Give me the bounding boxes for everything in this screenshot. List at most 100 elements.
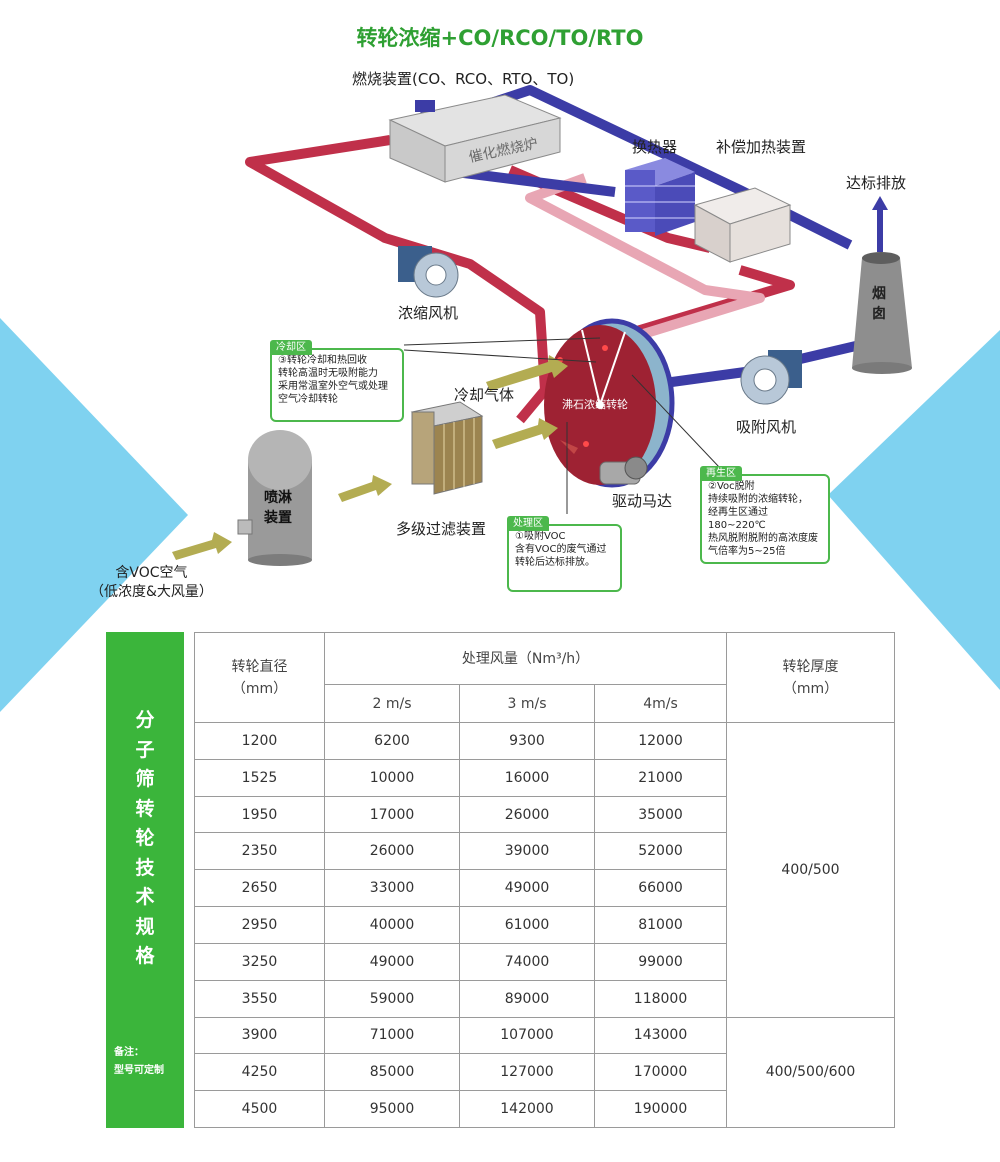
cell-flow-4ms: 143000	[593, 1016, 728, 1055]
zeolite-wheel-shape	[544, 318, 675, 488]
cell-flow-4ms: 81000	[593, 906, 728, 944]
cell-flow-2ms: 40000	[324, 906, 460, 944]
cell-diameter: 4500	[194, 1090, 325, 1128]
cell-flow-2ms: 26000	[324, 832, 460, 871]
cell-flow-2ms: 71000	[324, 1016, 460, 1055]
cell-flow-3ms: 89000	[459, 979, 595, 1018]
cell-flow-3ms: 61000	[459, 906, 595, 944]
heat-exchanger-label: 换热器	[632, 138, 678, 156]
cell-flow-2ms: 10000	[324, 758, 460, 797]
compensation-heater-label: 补偿加热装置	[716, 138, 807, 156]
treatment-zone-callout: 处理区 ①吸附VOC 含有VOC的废气通过 转轮后达标排放。	[507, 516, 622, 592]
cell-diameter: 1950	[194, 795, 325, 834]
cooling-gas-label: 冷却气体	[454, 386, 515, 404]
cell-diameter: 3900	[194, 1016, 325, 1055]
cell-diameter: 3550	[194, 979, 325, 1018]
rotation-arrow	[560, 440, 578, 454]
cell-flow-2ms: 33000	[324, 869, 460, 908]
cell-flow-2ms: 95000	[324, 1090, 460, 1128]
cell-flow-4ms: 190000	[593, 1090, 728, 1128]
filter-shape	[410, 401, 484, 495]
page-title: 转轮浓缩+CO/RCO/TO/RTO	[356, 26, 644, 50]
cell-flow-3ms: 39000	[459, 832, 595, 871]
spec-table: 转轮直径 （mm） 处理风量（Nm³/h） 转轮厚度 （mm） 2 m/s 3 …	[194, 632, 896, 1128]
header-airflow: 处理风量（Nm³/h）	[323, 632, 728, 685]
cell-flow-3ms: 107000	[459, 1016, 595, 1055]
combustion-label: 燃烧装置(CO、RCO、RTO、TO)	[352, 70, 575, 88]
discharge-arrow	[872, 196, 888, 252]
header-diameter: 转轮直径 （mm）	[194, 632, 325, 723]
cooling-zone-tag: 冷却区	[270, 340, 312, 355]
cell-flow-4ms: 35000	[593, 795, 728, 834]
cell-flow-3ms: 49000	[459, 869, 595, 908]
cell-flow-4ms: 21000	[593, 758, 728, 797]
header-thickness: 转轮厚度 （mm）	[726, 632, 896, 723]
process-diagram: 催化燃烧炉	[172, 85, 912, 566]
cell-flow-4ms: 66000	[593, 869, 728, 908]
air-flow-arrows	[172, 355, 568, 560]
discharge-label: 达标排放	[846, 174, 907, 192]
regeneration-zone-tag: 再生区	[700, 466, 742, 481]
cell-flow-3ms: 26000	[459, 795, 595, 834]
header-speed-2: 2 m/s	[324, 684, 460, 723]
regeneration-zone-text: ②Voc脱附 持续吸附的浓缩转轮， 经再生区通过180~220℃ 热风脱附脱附的…	[708, 481, 818, 557]
cell-flow-4ms: 170000	[593, 1053, 728, 1092]
cell-diameter: 2950	[194, 906, 325, 944]
treatment-zone-text: ①吸附VOC 含有VOC的废气通过 转轮后达标排放。	[515, 531, 607, 568]
cell-flow-2ms: 6200	[324, 722, 460, 760]
cell-flow-4ms: 52000	[593, 832, 728, 871]
catalytic-furnace	[388, 94, 562, 183]
treatment-zone-tag: 处理区	[507, 516, 549, 531]
cell-diameter: 2650	[194, 869, 325, 908]
cell-flow-2ms: 17000	[324, 795, 460, 834]
heat-exchanger-shape	[625, 158, 695, 236]
compensation-heater-shape	[693, 187, 792, 263]
cell-flow-2ms: 49000	[324, 942, 460, 981]
drive-motor-label: 驱动马达	[612, 492, 673, 510]
cell-flow-3ms: 9300	[459, 722, 595, 760]
chimney-label: 烟 囱	[872, 286, 886, 322]
drive-motor-shape	[599, 456, 648, 485]
cell-thickness: 400/500	[726, 722, 896, 1018]
cell-diameter: 4250	[194, 1053, 325, 1092]
cell-flow-3ms: 74000	[459, 942, 595, 981]
concentration-fan-shape	[398, 246, 459, 298]
cell-thickness: 400/500/600	[726, 1016, 896, 1128]
concentration-fan-label: 浓缩风机	[398, 304, 459, 322]
warm-duct	[525, 173, 765, 340]
adsorption-fan-label: 吸附风机	[736, 418, 797, 436]
wheel-label: 沸石浓缩转轮	[562, 398, 628, 411]
cell-diameter: 2350	[194, 832, 325, 871]
cell-flow-2ms: 85000	[324, 1053, 460, 1092]
spec-side-title: 分 子 筛 转 轮 技 术 规 格	[135, 709, 155, 967]
spec-side-panel: 分 子 筛 转 轮 技 术 规 格 备注： 型号可定制	[106, 632, 184, 1128]
spray-tower-shape	[237, 430, 312, 566]
cell-flow-3ms: 127000	[459, 1053, 595, 1092]
header-speed-4: 4m/s	[593, 684, 728, 723]
filter-label: 多级过滤装置	[396, 520, 487, 538]
chimney-shape	[852, 252, 912, 374]
cooling-zone-text: ③转轮冷却和热回收 转轮高温时无吸附能力 采用常温室外空气或处理 空气冷却转轮	[278, 355, 388, 405]
cell-diameter: 3250	[194, 942, 325, 981]
cell-flow-4ms: 12000	[593, 722, 728, 760]
cell-diameter: 1525	[194, 758, 325, 797]
cell-flow-4ms: 99000	[593, 942, 728, 981]
callout-leaders	[403, 337, 721, 514]
cell-flow-3ms: 142000	[459, 1090, 595, 1128]
cooling-zone-callout: 冷却区 ③转轮冷却和热回收 转轮高温时无吸附能力 采用常温室外空气或处理 空气冷…	[270, 340, 404, 422]
cell-diameter: 1200	[194, 722, 325, 760]
spray-tower-label: 喷淋 装置	[264, 490, 292, 526]
adsorption-fan-shape	[740, 350, 802, 405]
spec-side-note: 备注： 型号可定制	[114, 1047, 164, 1076]
header-speed-3: 3 m/s	[459, 684, 595, 723]
cell-flow-4ms: 118000	[593, 979, 728, 1018]
